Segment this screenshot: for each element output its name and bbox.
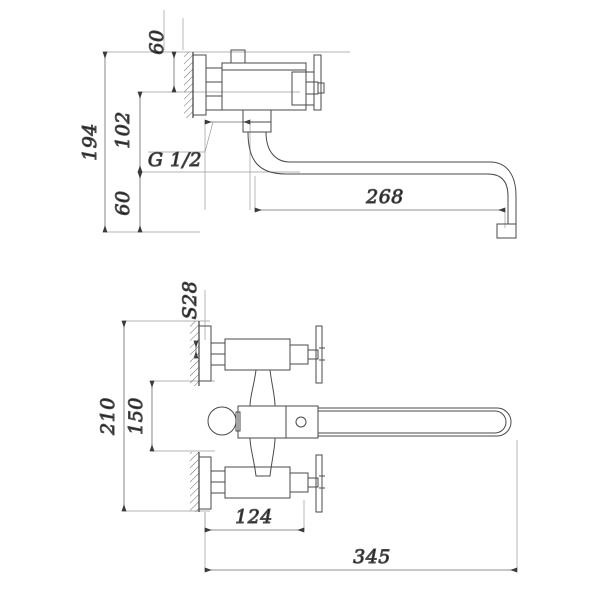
mixer-center-body bbox=[207, 405, 319, 439]
dimension-label-210: 210 bbox=[97, 397, 119, 436]
escutcheon-front-lower bbox=[198, 456, 212, 510]
dimension-label-102: 102 bbox=[112, 111, 134, 149]
spout-side bbox=[247, 131, 517, 239]
dimension-60-top: 60 bbox=[146, 29, 177, 93]
dimension-label-150: 150 bbox=[125, 397, 147, 435]
dimension-label-g-one-half: G 1/2 bbox=[148, 149, 202, 171]
upper-handle-taper bbox=[249, 369, 276, 407]
lower-handle-taper bbox=[249, 437, 276, 477]
dimension-label-194: 194 bbox=[79, 123, 101, 161]
upper-valve-assembly bbox=[210, 325, 325, 384]
wall-side-view bbox=[184, 52, 194, 118]
dimension-210: 210 bbox=[97, 320, 127, 512]
inlet-nipple-side bbox=[205, 67, 232, 111]
wall-front-upper bbox=[190, 321, 200, 386]
dimension-345: 345 bbox=[204, 546, 518, 573]
lower-valve-assembly bbox=[210, 454, 325, 513]
side-elevation-view: 60 194 102 60 G 1/2 268 bbox=[79, 10, 517, 239]
dimension-label-60-top: 60 bbox=[146, 29, 168, 54]
spout-front bbox=[318, 407, 512, 437]
dimension-thread-g12: G 1/2 bbox=[147, 119, 251, 172]
dimension-150: 150 bbox=[125, 380, 155, 452]
spout-riser-side bbox=[242, 109, 272, 133]
dimension-124: 124 bbox=[204, 506, 305, 533]
dimension-268: 268 bbox=[254, 186, 506, 213]
side-view-extension-lines bbox=[105, 10, 506, 233]
dimension-label-60-bottom: 60 bbox=[112, 190, 134, 215]
front-view-extension-lines bbox=[124, 290, 518, 570]
faucet-body-side bbox=[221, 49, 307, 111]
dimension-label-124: 124 bbox=[235, 506, 273, 528]
dimension-102: 102 bbox=[112, 91, 143, 173]
dimension-194: 194 bbox=[79, 51, 108, 233]
dimension-label-s28: S28 bbox=[179, 281, 201, 320]
dimension-label-268: 268 bbox=[365, 186, 404, 208]
dimension-60-bottom: 60 bbox=[112, 171, 143, 233]
dimension-label-345: 345 bbox=[353, 546, 391, 568]
handle-side bbox=[291, 54, 325, 111]
wall-front-lower bbox=[190, 452, 200, 512]
escutcheon-side bbox=[192, 54, 207, 116]
front-elevation-view: S28 210 150 124 345 bbox=[97, 280, 518, 573]
